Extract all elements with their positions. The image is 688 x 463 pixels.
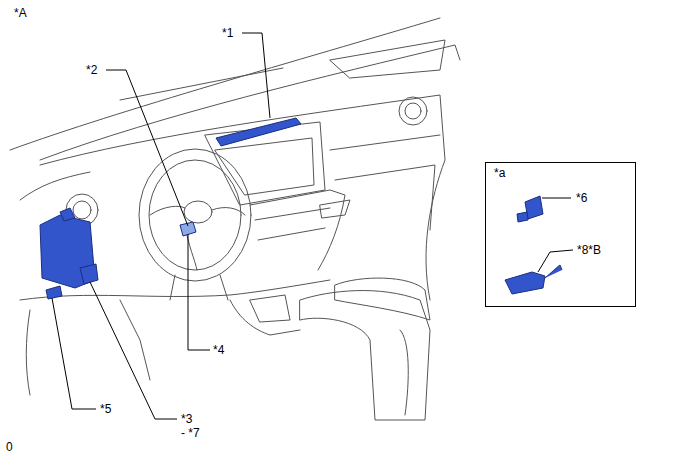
callout-number: *2 [86, 63, 97, 77]
dash-outline [10, 18, 440, 150]
callout-number: *5 [100, 402, 111, 416]
callout-number: *4 [213, 343, 224, 357]
callout-number: *8*B [577, 243, 601, 257]
callout-number: 0 [6, 440, 13, 454]
callout-number: *1 [222, 26, 233, 40]
callout-number: *3 [181, 412, 192, 426]
inset-label: *a [494, 166, 635, 180]
module-part [216, 118, 301, 146]
callout-number: *A [14, 6, 27, 20]
inset-box: *a [485, 162, 636, 307]
callout-number: *6 [576, 191, 587, 205]
callout-number: - *7 [181, 426, 200, 440]
